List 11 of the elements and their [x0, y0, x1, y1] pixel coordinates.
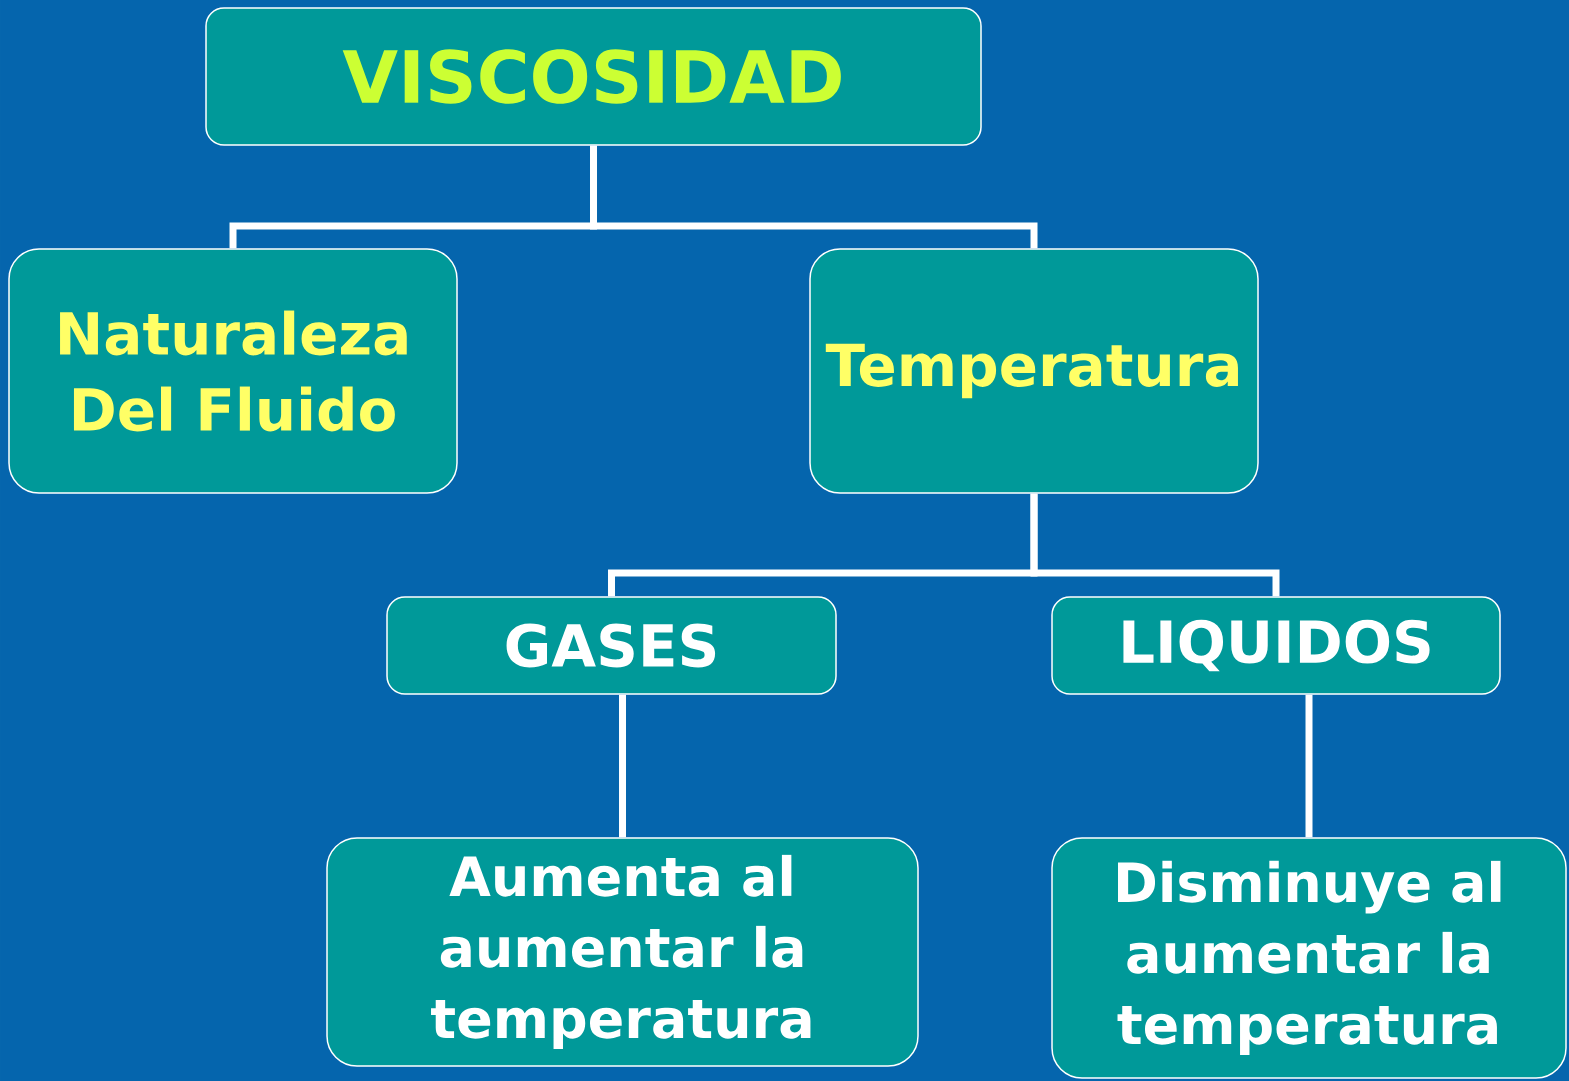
- result-box: Disminuye al aumentar la temperatura: [1051, 837, 1567, 1079]
- connector-line: [619, 694, 626, 838]
- title-box: VISCOSIDAD: [205, 7, 982, 146]
- category-box: Temperatura: [809, 248, 1259, 494]
- result-box: Aumenta al aumentar la temperatura: [326, 837, 919, 1067]
- connector-line: [1305, 694, 1313, 838]
- category-box: Naturaleza Del Fluido: [8, 248, 458, 494]
- category-box: LIQUIDOS: [1051, 596, 1501, 695]
- connector-line: [590, 145, 1038, 249]
- category-box: GASES: [386, 596, 837, 695]
- connector-line: [1030, 493, 1280, 597]
